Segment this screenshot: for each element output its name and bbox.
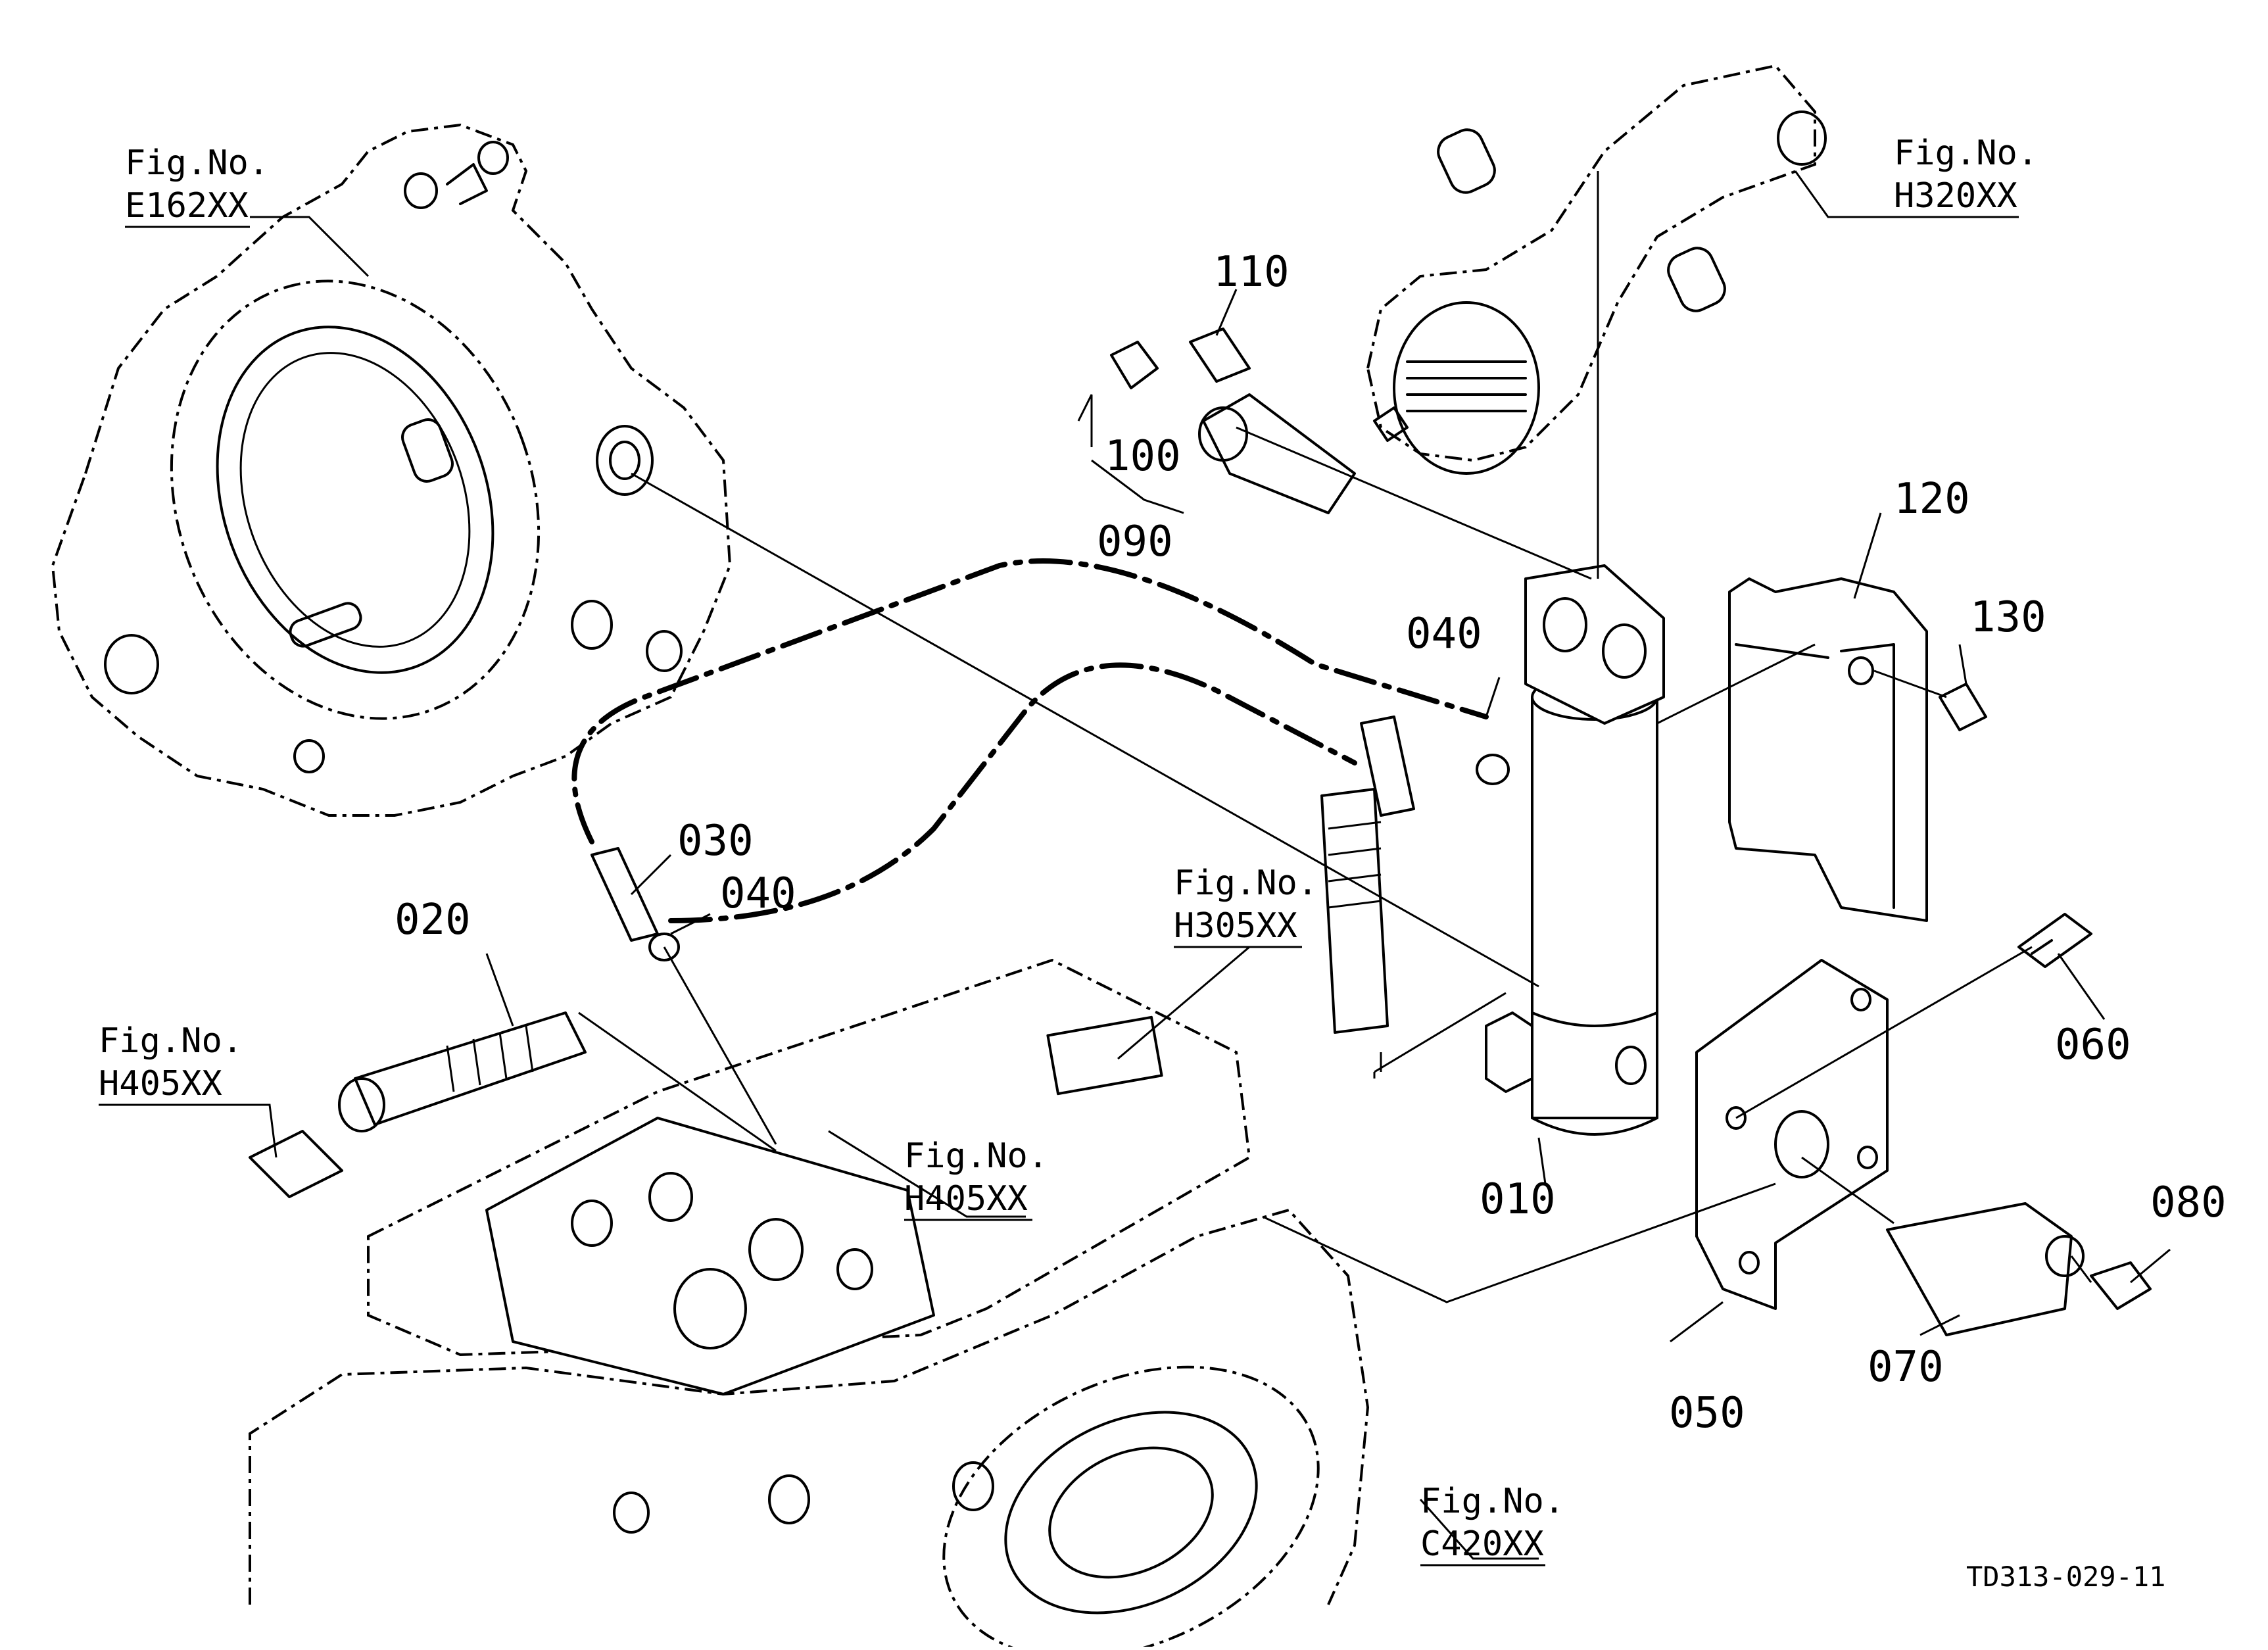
part-label-130: 130 [1970,593,2046,642]
fig-ref-h405-center: Fig.No. H405XX [904,1136,1048,1221]
hydraulic-hoses [571,558,1489,923]
hose-fittings [338,716,1510,1132]
fig-ref-c420-code: C420XX [1420,1524,1544,1564]
part-label-060: 060 [2055,1021,2131,1069]
part-label-010: 010 [1480,1175,1556,1224]
fig-ref-h405-center-code: H405XX [904,1179,1028,1219]
part-label-070: 070 [1868,1343,1944,1392]
part-label-080: 080 [2150,1178,2227,1227]
assembly-lines [578,171,2092,1303]
fig-ref-c420-label: Fig.No. [1420,1482,1564,1521]
part-label-120: 120 [1894,475,1970,523]
part-label-040-upper: 040 [1406,610,1482,658]
fig-ref-h305: Fig.No. H305XX [1174,863,1318,948]
part-label-050: 050 [1669,1389,1745,1438]
rear-housing [249,1208,1370,1650]
part-label-040-lower: 040 [720,869,796,918]
part-label-110: 110 [1213,248,1290,297]
front-housing [51,123,732,817]
part-label-030: 030 [677,817,754,865]
part-label-020: 020 [395,896,471,944]
fig-ref-h305-code: H305XX [1174,906,1297,946]
part-label-100: 100 [1105,432,1181,481]
lift-arm [1366,64,1827,475]
part-number-labels: 010 020 030 040 040 050 060 070 080 090 … [395,248,2227,1438]
fig-ref-h405-left: Fig.No. H405XX [99,1021,243,1106]
fig-ref-h405-center-label: Fig.No. [904,1136,1048,1176]
bolts-and-pins [1110,328,2152,1336]
cover-plate [1728,577,1928,922]
fig-ref-h405-left-code: H405XX [99,1064,222,1104]
fig-ref-h320-label: Fig.No. [1894,133,2038,173]
fig-ref-e162-code: E162XX [125,186,249,226]
fig-ref-e162-label: Fig.No. [125,143,269,183]
mounting-bracket [1695,959,1889,1310]
drawing-geometry [51,64,2171,1650]
lift-cylinder [1485,564,1665,1136]
fig-ref-h405-left-label: Fig.No. [99,1021,243,1061]
fig-ref-h305-label: Fig.No. [1174,863,1318,903]
valve-block [249,958,1251,1395]
part-label-090: 090 [1097,518,1173,566]
fig-ref-e162: Fig.No. E162XX [125,143,269,228]
fig-ref-h320-code: H320XX [1894,176,2017,216]
fig-ref-h320: Fig.No. H320XX [1894,133,2038,218]
drawing-id: TD313-029-11 [1966,1561,2165,1593]
figure-reference-callouts: Fig.No. E162XX Fig.No. H320XX Fig.No. H3… [99,133,2038,1566]
fig-ref-c420: Fig.No. C420XX [1420,1482,1564,1566]
